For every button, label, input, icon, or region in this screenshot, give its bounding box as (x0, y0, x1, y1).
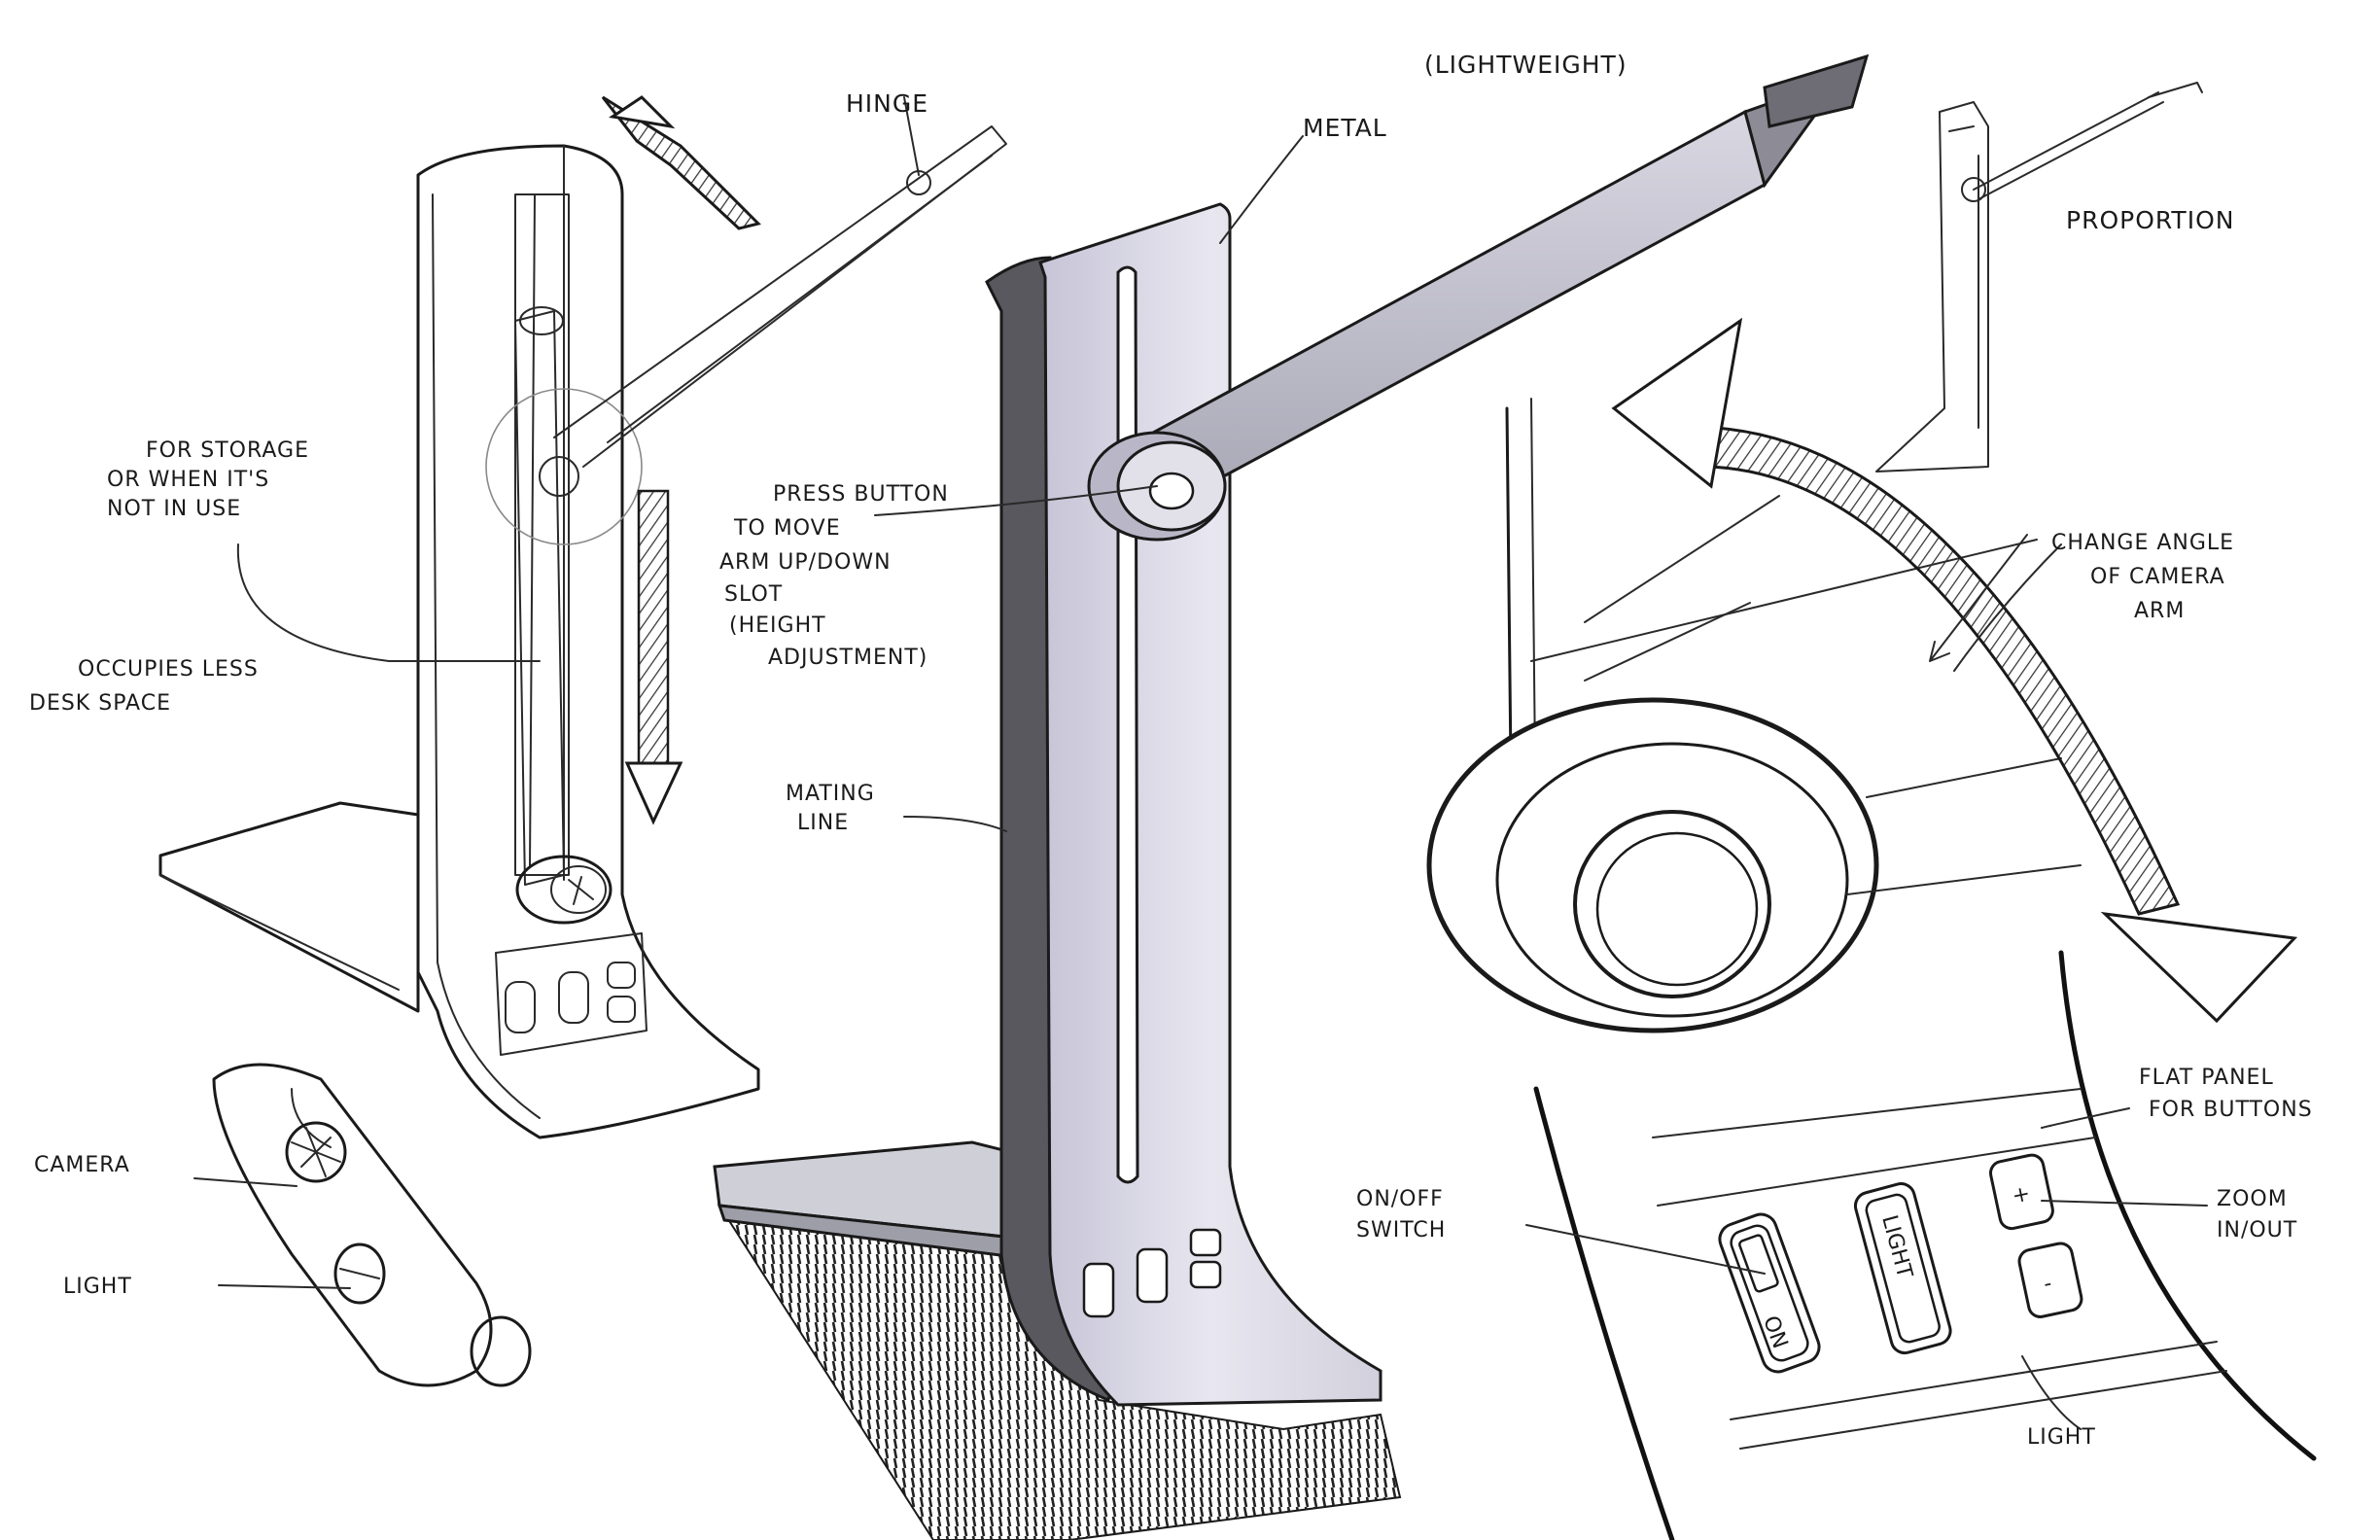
desk-label-line1: OCCUPIES LESS (78, 657, 259, 682)
storage-label-line3: NOT IN USE (107, 497, 241, 521)
mating-label-line2: LINE (797, 811, 849, 835)
flat-panel-label-line2: FOR BUTTONS (2149, 1098, 2313, 1122)
press-label-line3: ARM UP/DOWN (719, 550, 892, 575)
hinge-label: HINGE (846, 89, 928, 118)
onoff-label-line1: ON/OFF (1356, 1187, 1444, 1211)
press-label-line6: ADJUSTMENT) (768, 646, 928, 670)
folded-stand-sketch (158, 95, 1007, 1139)
storage-label-line2: OR WHEN IT'S (107, 468, 269, 492)
press-label-line1: PRESS BUTTON (773, 482, 949, 507)
mating-label-line1: MATING (786, 782, 875, 806)
hinge-closeup-sketch (1426, 317, 2298, 1033)
storage-label-line1: FOR STORAGE (146, 438, 309, 463)
onoff-label-line2: SWITCH (1356, 1218, 1446, 1242)
change-angle-label-line3: ARM (2134, 599, 2185, 623)
camera-head-sketch (212, 1063, 532, 1387)
light-label: LIGHT (63, 1275, 132, 1299)
zoom-label-line1: ZOOM (2217, 1187, 2288, 1211)
button-panel-closeup-sketch: ON LIGHT + - (1533, 950, 2317, 1540)
metal-label: METAL (1303, 114, 1387, 142)
zoom-in-button-label: + (2010, 1181, 2032, 1208)
light-callout-label: LIGHT (2027, 1425, 2096, 1450)
press-label-line4: SLOT (724, 582, 783, 607)
annotation-labels: HINGE (LIGHTWEIGHT) METAL PROPORTION FOR… (29, 51, 2313, 1450)
proportion-label: PROPORTION (2066, 206, 2234, 234)
change-angle-label-line2: OF CAMERA (2090, 565, 2225, 589)
lightweight-label: (LIGHTWEIGHT) (1424, 51, 1628, 79)
camera-label: CAMERA (34, 1153, 130, 1177)
leader-lines (193, 96, 2208, 1430)
flat-panel-label-line1: FLAT PANEL (2139, 1066, 2274, 1090)
desk-label-line2: DESK SPACE (29, 691, 171, 716)
zoom-label-line2: IN/OUT (2217, 1218, 2297, 1242)
press-label-line5: (HEIGHT (729, 613, 826, 638)
change-angle-label-line1: CHANGE ANGLE (2051, 531, 2234, 555)
proportion-mini-sketch (1875, 82, 2203, 472)
press-label-line2: TO MOVE (733, 516, 841, 541)
main-stand-sketch (713, 53, 1870, 1540)
